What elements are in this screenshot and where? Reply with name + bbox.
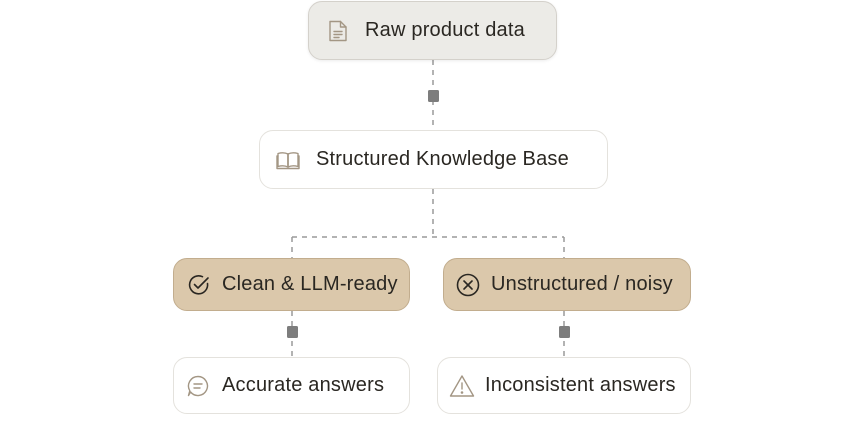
check-circle-icon xyxy=(187,273,211,297)
node-label: Inconsistent answers xyxy=(485,374,676,396)
node-inconsistent-answers[interactable]: Inconsistent answers xyxy=(437,357,691,414)
node-raw-product-data[interactable]: Raw product data xyxy=(308,1,557,60)
node-clean-llm-ready[interactable]: Clean & LLM-ready xyxy=(173,258,410,311)
node-structured-knowledge-base[interactable]: Structured Knowledge Base xyxy=(259,130,608,189)
node-label: Unstructured / noisy xyxy=(491,273,673,295)
node-label: Raw product data xyxy=(365,19,525,41)
connector-handle-left xyxy=(287,326,298,338)
warning-triangle-icon xyxy=(449,374,475,398)
node-accurate-answers[interactable]: Accurate answers xyxy=(173,357,410,414)
x-circle-icon xyxy=(455,272,481,298)
connector-handle-root xyxy=(428,90,439,102)
node-unstructured-noisy[interactable]: Unstructured / noisy xyxy=(443,258,691,311)
chat-bubble-icon xyxy=(186,374,210,398)
node-label: Clean & LLM-ready xyxy=(222,273,398,295)
node-label: Accurate answers xyxy=(222,374,385,396)
node-label: Structured Knowledge Base xyxy=(316,148,569,170)
connector-handle-right xyxy=(559,326,570,338)
open-book-icon xyxy=(276,150,300,170)
document-icon xyxy=(327,19,349,43)
